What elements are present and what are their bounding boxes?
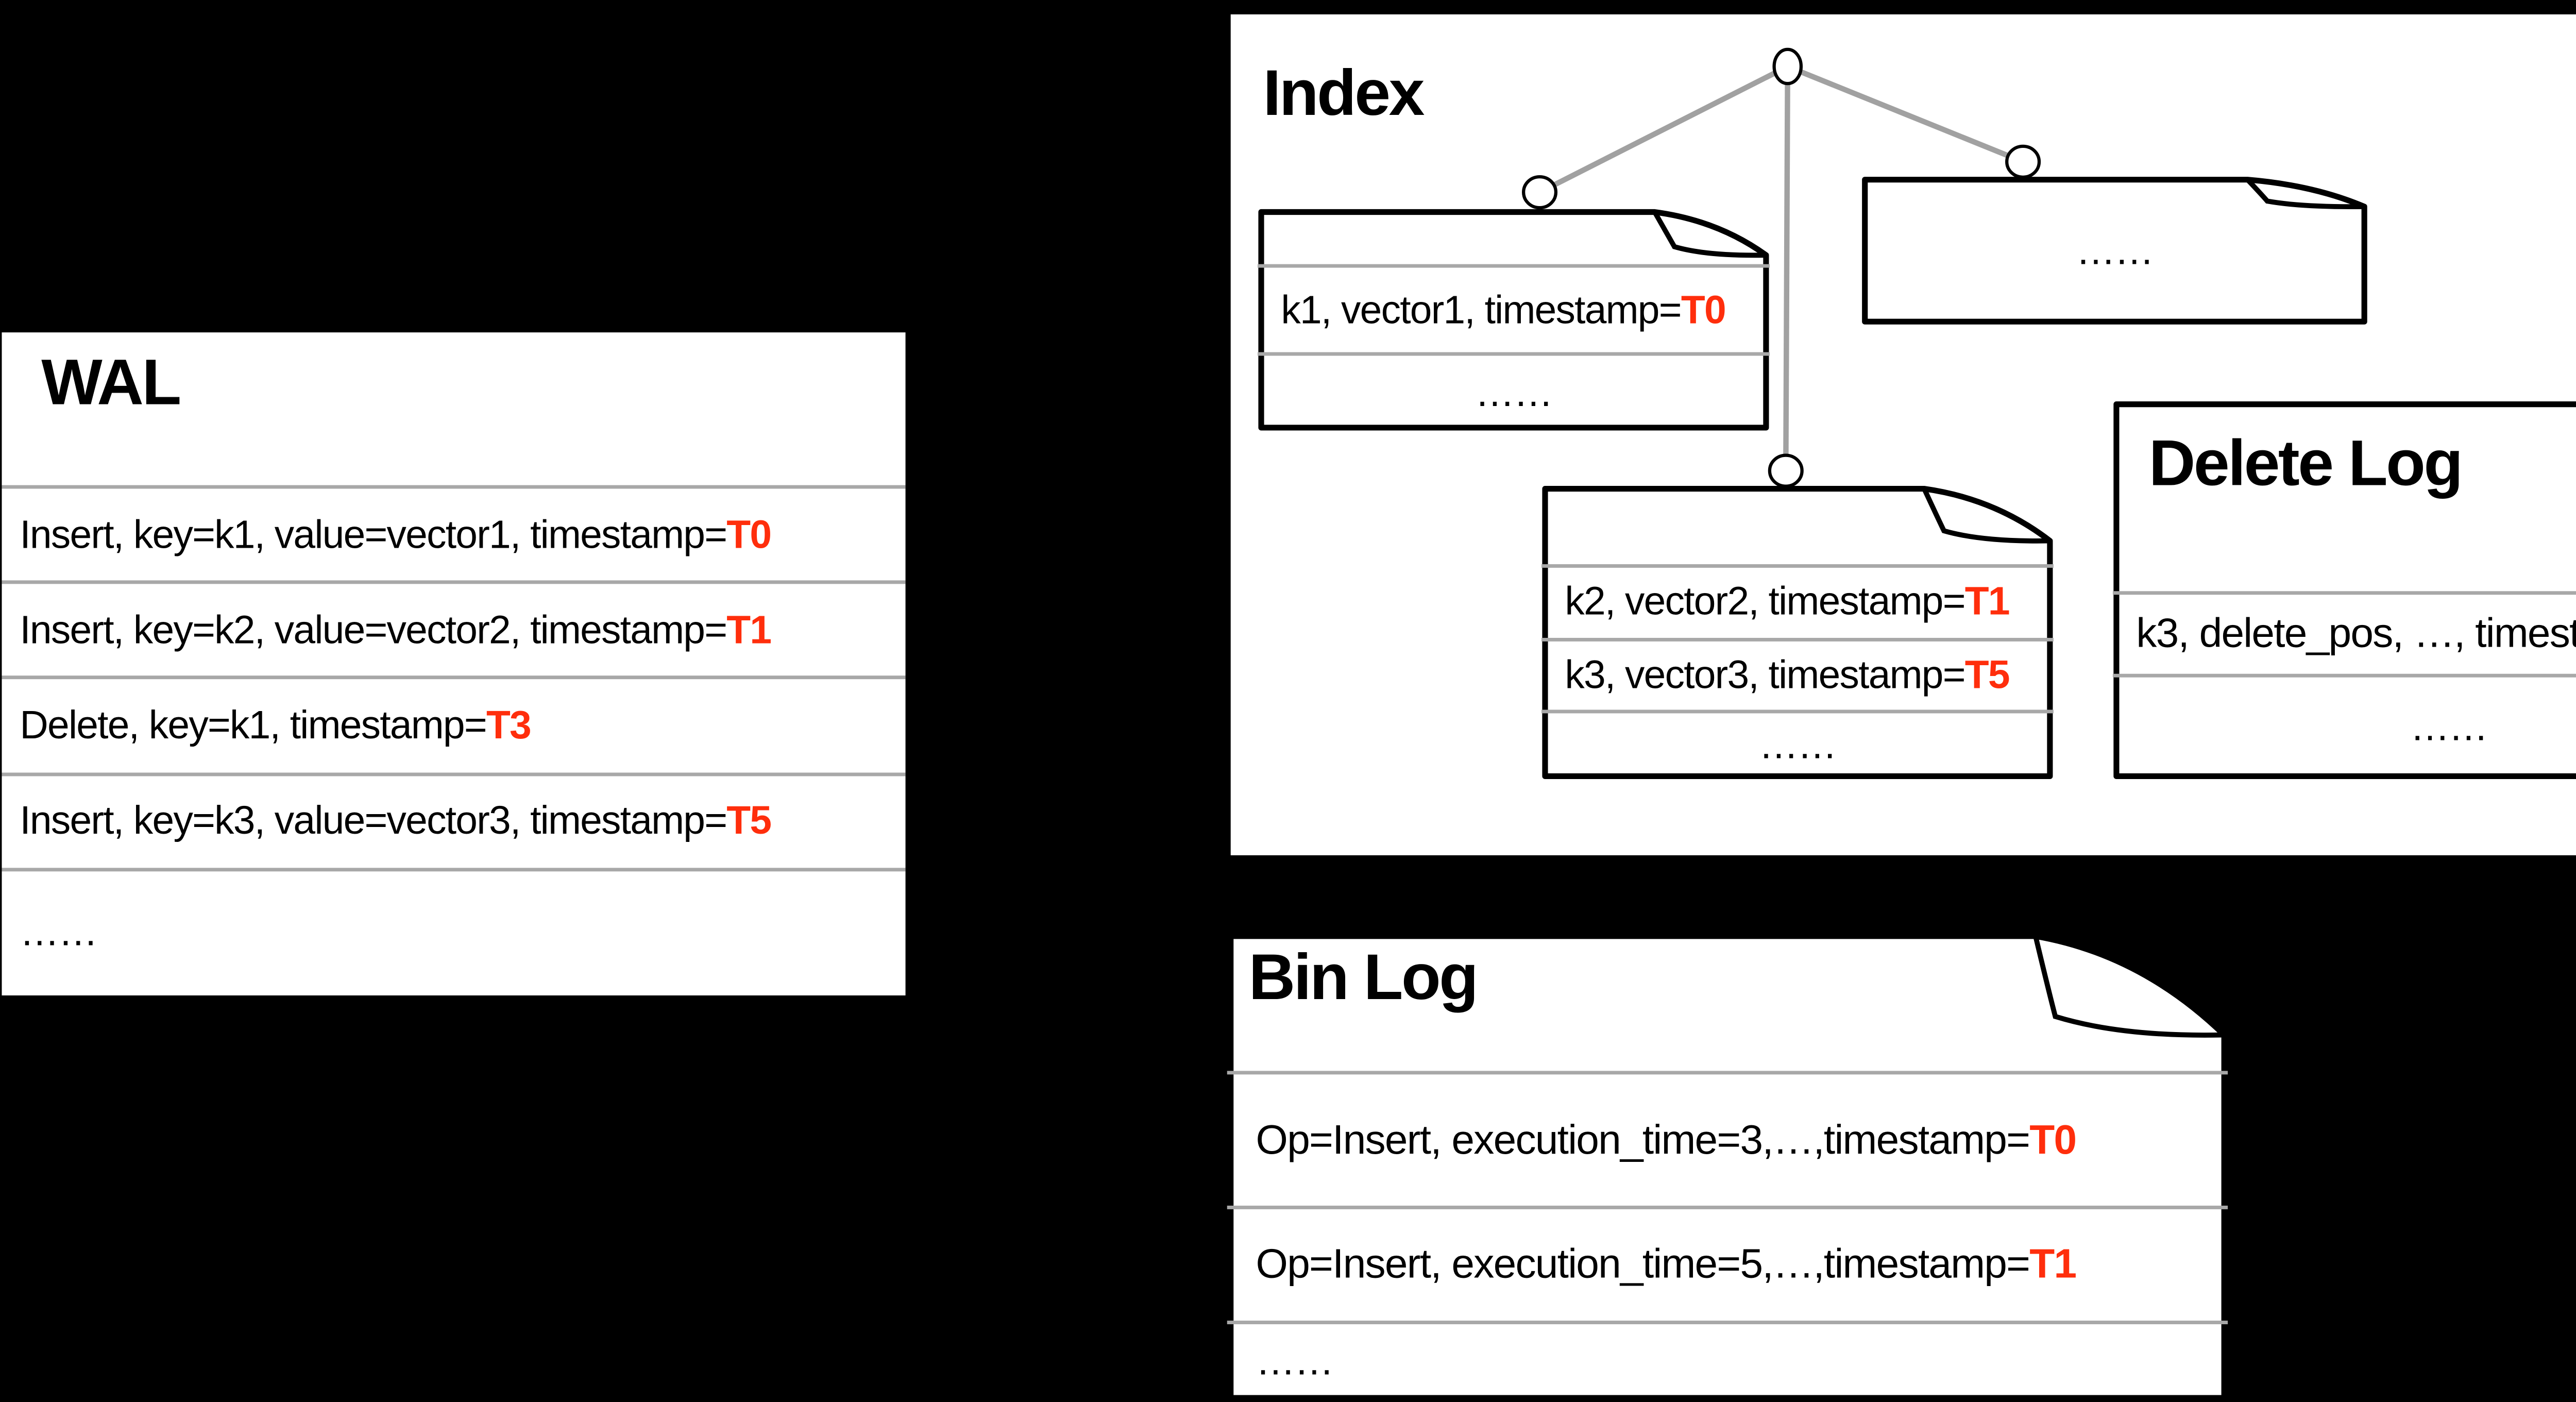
segment1-row: k1, vector1, timestamp=T0 <box>1258 264 1770 352</box>
segment1-row-ellipsis: …… <box>1258 352 1770 431</box>
segment-row-text: k2, vector2, timestamp= <box>1565 579 1965 624</box>
timestamp-value: T5 <box>1964 651 2010 697</box>
segment-more-ellipsis: …… <box>1861 176 2368 325</box>
segment2-header-band <box>1541 485 2054 564</box>
wal-row: Insert, key=k3, value=vector3, timestamp… <box>2 772 906 868</box>
segment1-document: k1, vector1, timestamp=T0 …… <box>1258 209 1770 431</box>
timestamp-value: T5 <box>726 798 772 843</box>
delete-log-row-text: …… <box>2410 704 2488 750</box>
delete-log-row: k3, delete_pos, …, timestamp=T3 <box>2112 591 2576 673</box>
bin-log-title: Bin Log <box>1248 939 1479 1013</box>
wal-row-text: Insert, key=k2, value=vector2, timestamp… <box>20 607 727 652</box>
bin-log-row-text: Op=Insert, execution_time=3,…,timestamp= <box>1256 1115 2030 1162</box>
wal-title: WAL <box>41 345 181 419</box>
segment-row-text: …… <box>1475 370 1553 415</box>
bin-log-row: Op=Insert, execution_time=3,…,timestamp=… <box>1227 1071 2228 1205</box>
delete-log-document: Delete Log k3, delete_pos, …, timestamp=… <box>2112 401 2576 780</box>
wal-row-text: …… <box>20 910 98 955</box>
tree-edge-left <box>1538 64 1789 195</box>
index-title: Index <box>1263 56 1425 130</box>
document-page-outline <box>1228 932 2227 1400</box>
timestamp-value: T0 <box>726 511 772 556</box>
bin-log-row: Op=Insert, execution_time=5,…,timestamp=… <box>1227 1205 2228 1320</box>
timestamp-value: T0 <box>2029 1115 2077 1162</box>
segment2-row: k3, vector3, timestamp=T5 <box>1541 637 2054 708</box>
segment1-header-band <box>1258 209 1770 264</box>
wal-row-text: Insert, key=k1, value=vector1, timestamp… <box>20 511 727 556</box>
wal-row-text: Insert, key=k3, value=vector3, timestamp… <box>20 798 727 843</box>
bin-log-row-text: Op=Insert, execution_time=5,…,timestamp= <box>1256 1240 2030 1287</box>
segment2-document: k2, vector2, timestamp=T1 k3, vector3, t… <box>1541 485 2054 780</box>
delete-log-row-text: k3, delete_pos, …, timestamp= <box>2136 610 2576 656</box>
index-panel: Index k1, vector1, timestamp=T0 …… <box>1230 14 2576 855</box>
segment2-row: k2, vector2, timestamp=T1 <box>1541 564 2054 637</box>
bin-log-row-text: …… <box>1256 1338 1334 1384</box>
document-page-outline <box>1542 485 2053 780</box>
bin-log-row-ellipsis: …… <box>1227 1320 2228 1400</box>
tree-node-middle <box>1768 453 1804 488</box>
tree-node-left <box>1522 175 1558 210</box>
segment-row-text: k3, vector3, timestamp= <box>1565 651 1965 697</box>
delete-log-title: Delete Log <box>2148 426 2463 500</box>
timestamp-value: T1 <box>2029 1240 2077 1287</box>
tree-edge-right <box>1786 64 2024 164</box>
tree-node-root <box>1772 47 1803 86</box>
timestamp-value: T0 <box>1681 286 1726 332</box>
timestamp-value: T1 <box>726 607 772 652</box>
wal-row-text: Delete, key=k1, timestamp= <box>20 702 487 748</box>
segment-row-text: …… <box>2076 227 2154 273</box>
document-page-outline <box>1862 177 2367 325</box>
segment2-row-ellipsis: …… <box>1541 708 2054 780</box>
wal-row-ellipsis: …… <box>2 868 906 995</box>
wal-row: Delete, key=k1, timestamp=T3 <box>2 676 906 772</box>
segment-more-document: …… <box>1861 176 2368 325</box>
document-page-outline <box>2113 401 2576 780</box>
wal-box: WAL Insert, key=k1, value=vector1, times… <box>2 332 906 995</box>
delete-log-row-ellipsis: …… <box>2112 672 2576 780</box>
segment-row-text: …… <box>1758 722 1837 768</box>
wal-row: Insert, key=k1, value=vector1, timestamp… <box>2 485 906 581</box>
timestamp-value: T3 <box>486 702 532 748</box>
segment-row-text: k1, vector1, timestamp= <box>1281 286 1682 332</box>
timestamp-value: T1 <box>1964 579 2010 624</box>
wal-row: Insert, key=k2, value=vector2, timestamp… <box>2 581 906 677</box>
tree-node-right <box>2005 144 2041 179</box>
tree-edge-middle <box>1783 66 1790 471</box>
bin-log-document: Bin Log Op=Insert, execution_time=3,…,ti… <box>1227 932 2228 1400</box>
